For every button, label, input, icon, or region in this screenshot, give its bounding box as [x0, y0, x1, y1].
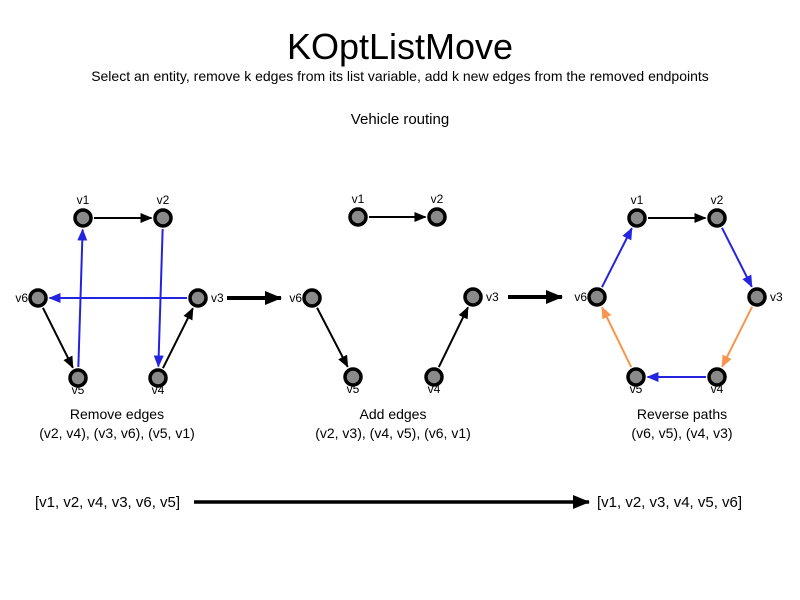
node-label-add-edges-v6: v6 [289, 291, 302, 305]
edge-add-edges-v4-v3 [437, 306, 469, 368]
caption-reverse-paths: Reverse paths (v6, v5), (v4, v3) [512, 405, 800, 442]
edge-reverse-paths-v3-v4 [721, 306, 753, 368]
node-add-edges-v3 [463, 287, 483, 307]
caption-reverse-paths-title: Reverse paths [636, 406, 728, 422]
node-remove-edges-v6 [28, 288, 48, 308]
edge-add-edges-v6-v5 [316, 307, 349, 368]
section-label: Vehicle routing [350, 111, 450, 128]
node-add-edges-v1 [348, 207, 368, 227]
node-label-add-edges-v1: v1 [352, 192, 365, 206]
caption-remove-edges: Remove edges (v2, v4), (v3, v6), (v5, v1… [0, 405, 287, 442]
caption-add-edges-detail: (v2, v3), (v4, v5), (v6, v1) [315, 424, 471, 441]
node-label-remove-edges-v3: v3 [211, 291, 224, 305]
node-reverse-paths-v6 [587, 287, 607, 307]
node-add-edges-v4 [424, 367, 444, 387]
list-after-text: [v1, v2, v3, v4, v5, v6] [597, 494, 743, 511]
node-add-edges-v6 [302, 288, 322, 308]
edge-remove-edges-v4-v3 [162, 307, 194, 369]
node-label-remove-edges-v1: v1 [77, 193, 90, 207]
node-remove-edges-v4 [148, 368, 168, 388]
edge-reverse-paths-v6-v1 [601, 227, 633, 288]
node-reverse-paths-v2 [707, 208, 727, 228]
node-label-reverse-paths-v5: v5 [630, 382, 643, 396]
node-label-remove-edges-v5: v5 [72, 383, 85, 397]
node-label-reverse-paths-v3: v3 [770, 290, 783, 304]
node-remove-edges-v5 [68, 368, 88, 388]
node-label-remove-edges-v2: v2 [157, 193, 170, 207]
node-reverse-paths-v1 [627, 208, 647, 228]
edge-reverse-paths-v2-v3 [721, 227, 753, 288]
edge-remove-edges-v6-v5 [42, 307, 74, 369]
node-label-reverse-paths-v6: v6 [574, 290, 587, 304]
caption-add-edges-title: Add edges [359, 406, 427, 422]
node-label-remove-edges-v6: v6 [15, 291, 28, 305]
node-reverse-paths-v5 [626, 367, 646, 387]
node-add-edges-v5 [343, 367, 363, 387]
node-add-edges-v2 [427, 207, 447, 227]
caption-add-edges: Add edges (v2, v3), (v4, v5), (v6, v1) [223, 405, 563, 442]
node-remove-edges-v2 [153, 208, 173, 228]
page-subtitle: Select an entity, remove k edges from it… [91, 68, 709, 84]
node-label-add-edges-v2: v2 [431, 192, 444, 206]
caption-remove-edges-detail: (v2, v4), (v3, v6), (v5, v1) [39, 424, 195, 441]
node-label-add-edges-v4: v4 [428, 382, 441, 396]
node-label-add-edges-v3: v3 [486, 290, 499, 304]
node-label-add-edges-v5: v5 [347, 382, 360, 396]
caption-reverse-paths-detail: (v6, v5), (v4, v3) [631, 424, 733, 441]
node-remove-edges-v3 [188, 288, 208, 308]
node-label-reverse-paths-v1: v1 [631, 193, 644, 207]
caption-remove-edges-title: Remove edges [69, 406, 165, 422]
node-label-reverse-paths-v2: v2 [711, 193, 724, 207]
edge-remove-edges-v5-v1 [77, 228, 88, 368]
list-before-text: [v1, v2, v4, v3, v6, v5] [35, 494, 181, 511]
node-label-remove-edges-v4: v4 [152, 383, 165, 397]
node-reverse-paths-v4 [707, 367, 727, 387]
node-remove-edges-v1 [73, 208, 93, 228]
node-reverse-paths-v3 [747, 287, 767, 307]
node-label-reverse-paths-v4: v4 [711, 382, 724, 396]
edge-reverse-paths-v5-v6 [601, 306, 633, 368]
page-title: KOptListMove [286, 26, 514, 67]
